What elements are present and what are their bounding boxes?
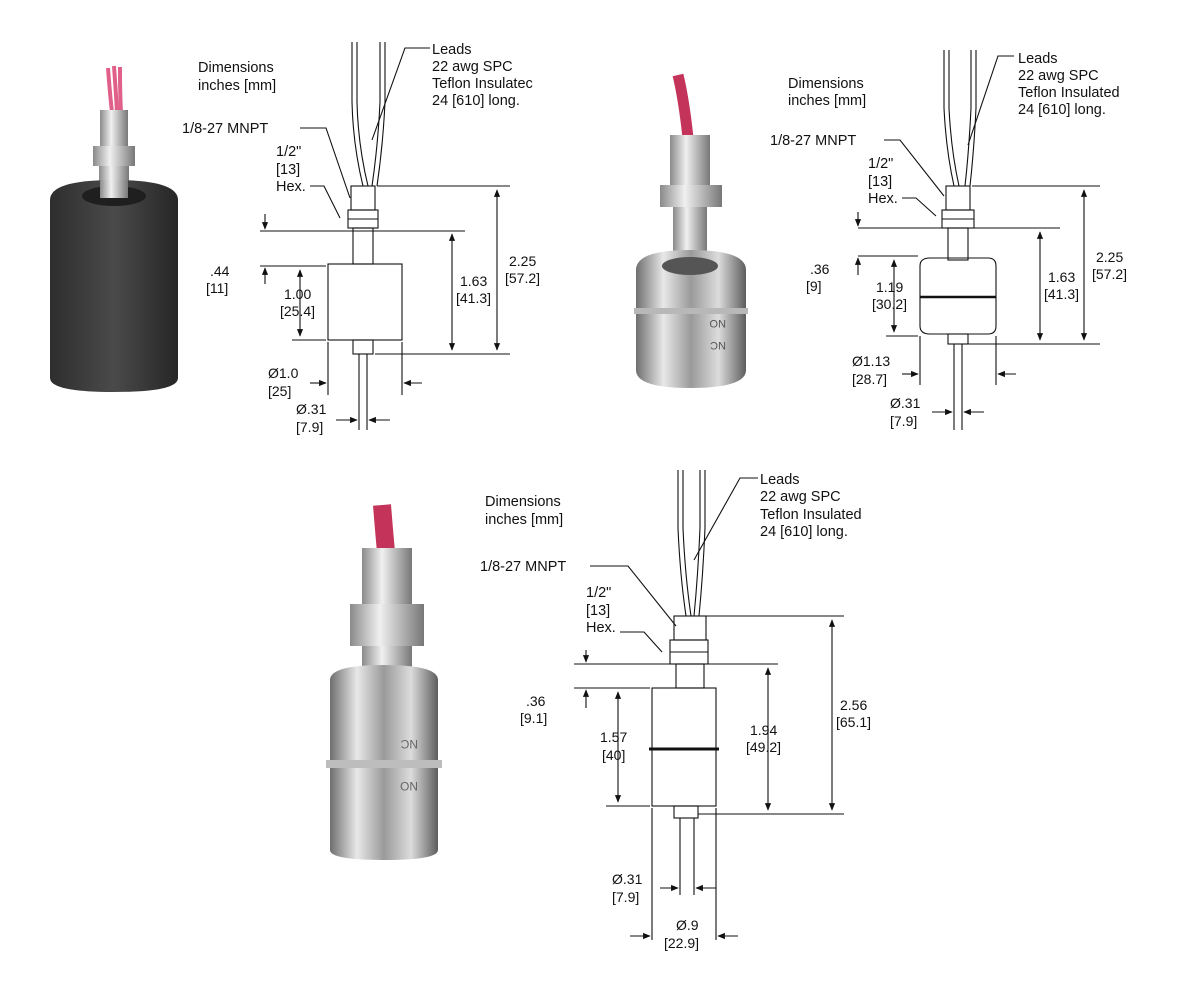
stem-diameter-in: Ø.31	[890, 395, 921, 411]
photo-mark-no-large: NO	[400, 779, 418, 793]
thread-label: 1/8-27 MNPT	[182, 121, 268, 137]
thread-label: 1/8-27 MNPT	[480, 559, 566, 575]
hex-label-line-1: 1/2"	[276, 144, 301, 160]
float-diameter-mm: [25]	[268, 383, 291, 399]
stem-diameter-mm: [7.9]	[296, 419, 323, 435]
leads-note-line-2: 22 awg SPC	[432, 59, 513, 75]
overall-length-mm: [65.1]	[836, 714, 871, 730]
leads-note-line-3: Teflon Insulatec	[432, 76, 533, 92]
photo-mark-no: NO	[709, 317, 726, 329]
float-offset-mm: [9]	[806, 278, 822, 294]
drawing-steel-float-large-labels: Dimensions inches [mm] Leads 22 awg SPC …	[480, 472, 871, 951]
float-bottom-mm: [41.3]	[1044, 286, 1079, 302]
units-note-line-1: Dimensions	[788, 76, 864, 92]
float-bottom-in: 1.94	[750, 722, 777, 738]
thread-label: 1/8-27 MNPT	[770, 133, 856, 149]
stem-diameter-mm: [7.9]	[612, 889, 639, 905]
leads-note-line-3: Teflon Insulated	[760, 507, 862, 523]
leads-note-line-2: 22 awg SPC	[1018, 68, 1099, 84]
stem-diameter-in: Ø.31	[612, 871, 643, 887]
units-note-line-2: inches [mm]	[198, 78, 276, 94]
float-offset-in: .44	[210, 263, 230, 279]
leads-note-line-4: 24 [610] long.	[432, 93, 520, 109]
units-note-line-1: Dimensions	[485, 494, 561, 510]
units-note-line-1: Dimensions	[198, 60, 274, 76]
float-diameter-in: Ø1.0	[268, 365, 299, 381]
float-offset-mm: [9.1]	[520, 710, 547, 726]
float-offset-in: .36	[810, 261, 830, 277]
leads-note-line-1: Leads	[1018, 51, 1058, 67]
leads-note-line-2: 22 awg SPC	[760, 489, 841, 505]
leads-note-line-1: Leads	[760, 472, 800, 488]
float-offset-in: .36	[526, 693, 546, 709]
drawing-foam-float	[260, 42, 510, 430]
drawing-steel-float-small-labels: Dimensions inches [mm] Leads 22 awg SPC …	[770, 51, 1127, 429]
units-note-line-2: inches [mm]	[788, 93, 866, 109]
hex-label-line-1: 1/2"	[586, 585, 611, 601]
drawing-steel-float-large	[574, 470, 844, 940]
hex-label-line-3: Hex.	[868, 191, 898, 207]
hex-label-line-3: Hex.	[586, 620, 616, 636]
leads-note-line-3: Teflon Insulated	[1018, 85, 1120, 101]
photo-mark-nc-large: NC	[400, 737, 418, 751]
stem-diameter-in: Ø.31	[296, 401, 327, 417]
float-bottom-mm: [49.2]	[746, 739, 781, 755]
hex-label-line-3: Hex.	[276, 179, 306, 195]
float-height-in: 1.19	[876, 279, 903, 295]
float-bottom-mm: [41.3]	[456, 290, 491, 306]
float-height-in: 1.57	[600, 729, 627, 745]
float-height-mm: [40]	[602, 747, 625, 763]
float-height-mm: [25.4]	[280, 303, 315, 319]
drawing-foam-float-labels: Dimensions inches [mm] Leads 22 awg SPC …	[182, 42, 540, 435]
float-bottom-in: 1.63	[1048, 269, 1075, 285]
float-height-in: 1.00	[284, 286, 311, 302]
foam-float-switch-photo	[50, 65, 178, 392]
overall-length-mm: [57.2]	[1092, 266, 1127, 282]
float-diameter-in: Ø1.13	[852, 353, 890, 369]
hex-label-line-1: 1/2"	[868, 156, 893, 172]
hex-label-line-2: [13]	[868, 174, 892, 190]
overall-length-mm: [57.2]	[505, 270, 540, 286]
steel-float-small-photo: NO NC	[634, 73, 748, 388]
drawing-steel-float-small	[854, 50, 1100, 430]
photo-mark-nc: NC	[710, 339, 726, 351]
float-diameter-in: Ø.9	[676, 917, 699, 933]
overall-length-in: 2.25	[509, 253, 536, 269]
float-diameter-mm: [28.7]	[852, 371, 887, 387]
stem-diameter-mm: [7.9]	[890, 413, 917, 429]
float-offset-mm: [11]	[206, 280, 228, 296]
leads-note-line-1: Leads	[432, 42, 472, 58]
hex-label-line-2: [13]	[276, 162, 300, 178]
units-note-line-2: inches [mm]	[485, 512, 563, 528]
leads-note-line-4: 24 [610] long.	[760, 524, 848, 540]
steel-float-large-photo: NC NO	[326, 504, 442, 860]
leads-note-line-4: 24 [610] long.	[1018, 102, 1106, 118]
float-height-mm: [30.2]	[872, 296, 907, 312]
hex-label-line-2: [13]	[586, 603, 610, 619]
overall-length-in: 2.25	[1096, 249, 1123, 265]
float-diameter-mm: [22.9]	[664, 935, 699, 951]
float-bottom-in: 1.63	[460, 273, 487, 289]
overall-length-in: 2.56	[840, 697, 867, 713]
